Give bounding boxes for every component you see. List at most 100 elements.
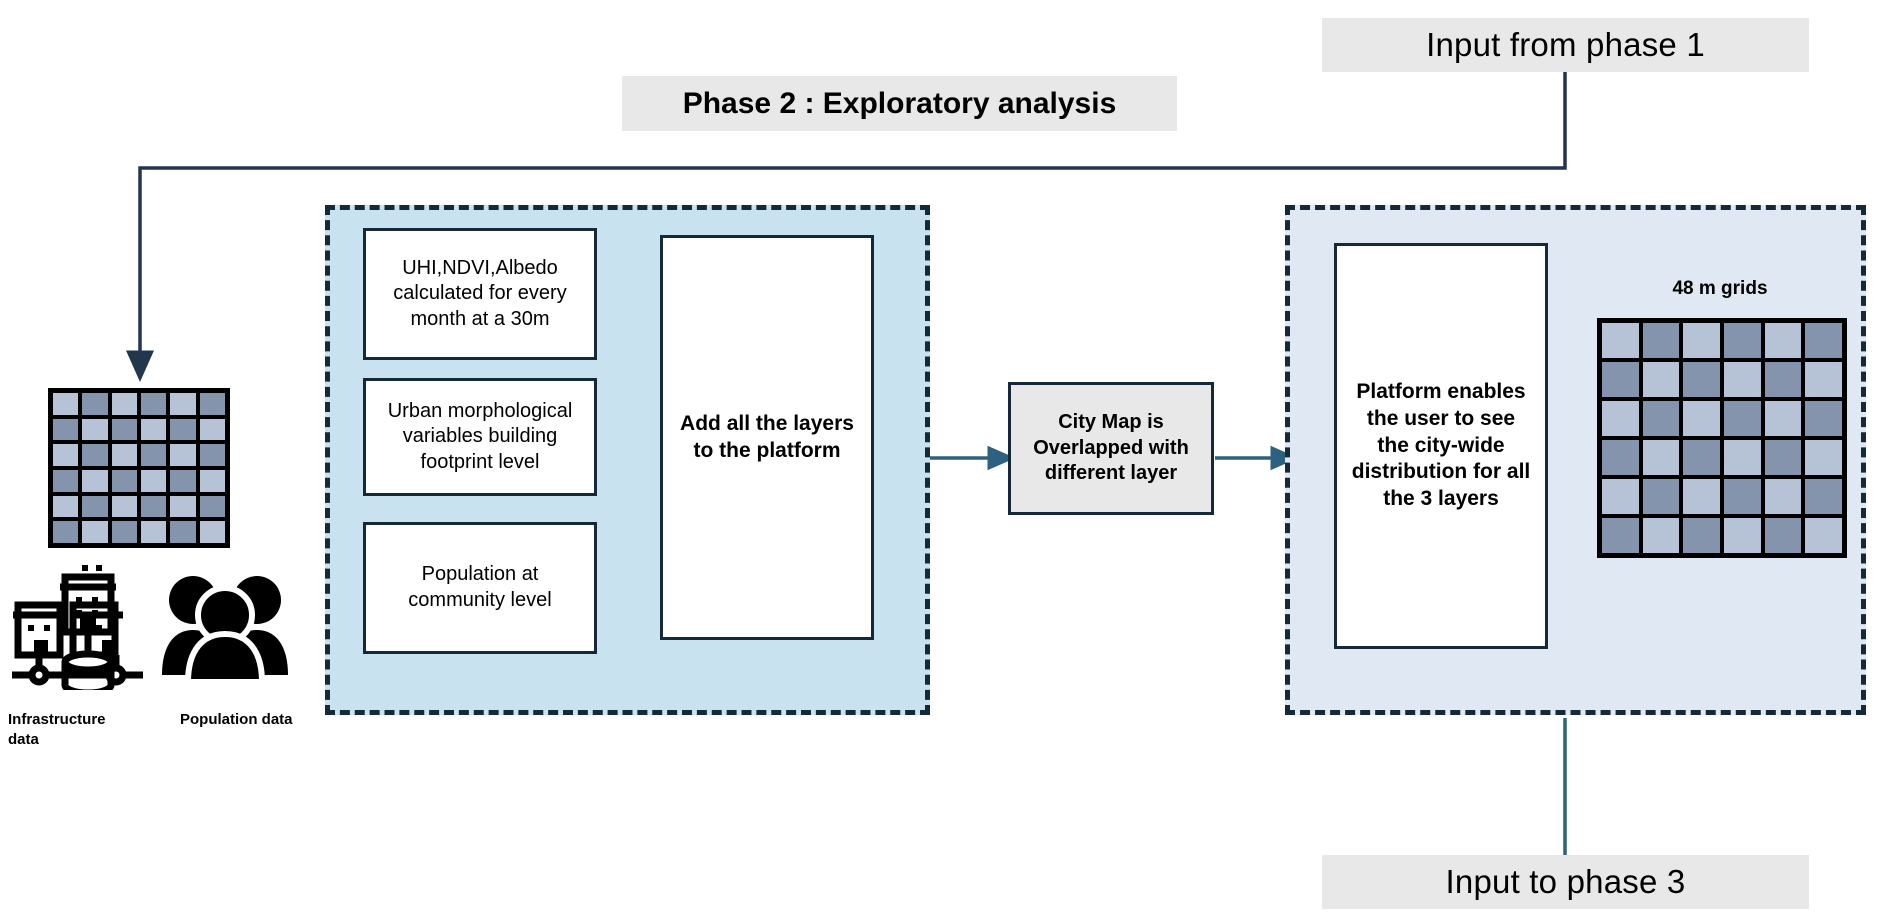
infrastructure-data-caption: Infrastructure data — [8, 710, 138, 751]
grid-cell — [1764, 440, 1802, 475]
people-group-icon — [162, 576, 288, 685]
grid-cell — [82, 444, 108, 466]
grid-cell — [199, 393, 225, 415]
add-layers-label: Add all the layers to the platform — [680, 411, 854, 462]
grid-cell — [141, 393, 167, 415]
grid-cell — [170, 495, 196, 518]
grid-cell — [1683, 440, 1720, 475]
grid-cell — [1764, 362, 1802, 397]
input-box-uhi-label: UHI,NDVI,Albedo calculated for every mon… — [393, 256, 567, 330]
buildings-network-icon — [12, 565, 143, 690]
result-grid-icon — [1597, 318, 1847, 558]
grid-cell — [111, 469, 137, 492]
grid-cell — [111, 495, 137, 518]
grid-cell — [1683, 323, 1720, 358]
grid-cell — [53, 521, 79, 543]
grid-cell — [1805, 440, 1842, 475]
platform-outcome-label: Platform enables the user to see the cit… — [1351, 379, 1531, 511]
grid-cell — [170, 393, 196, 415]
source-grid-icon — [48, 388, 230, 548]
grid-cell — [170, 418, 196, 441]
platform-outcome-box: Platform enables the user to see the cit… — [1334, 243, 1548, 649]
grid-cell — [141, 521, 167, 543]
grid-cell — [141, 495, 167, 518]
input-to-phase-3-banner: Input to phase 3 — [1322, 855, 1809, 909]
grid-cell — [1602, 401, 1639, 436]
grid-cell — [82, 495, 108, 518]
grid-cell — [111, 521, 137, 543]
add-layers-box: Add all the layers to the platform — [660, 235, 874, 640]
input-box-urban-morphology-label: Urban morphological variables building f… — [387, 399, 573, 473]
grid-cell — [53, 444, 79, 466]
grid-cell — [1642, 518, 1680, 553]
input-box-population-label: Population at community level — [408, 563, 552, 611]
grid-cell — [199, 521, 225, 543]
population-data-label: Population data — [180, 711, 293, 728]
input-box-urban-morphology: Urban morphological variables building f… — [363, 378, 597, 496]
grid-cell — [53, 418, 79, 441]
grid-cell — [1764, 401, 1802, 436]
grid-cell — [1724, 479, 1761, 514]
phase-2-title-banner: Phase 2 : Exploratory analysis — [622, 76, 1177, 131]
grid-cell — [1805, 401, 1842, 436]
grid-cell — [1683, 479, 1720, 514]
grid-cell — [199, 444, 225, 466]
grid-cell — [1683, 518, 1720, 553]
grid-cell — [1602, 323, 1639, 358]
grid-cell — [1683, 401, 1720, 436]
grid-cell — [1805, 479, 1842, 514]
grid-label-48m: 48 m grids — [1595, 278, 1845, 300]
grid-cell — [1642, 440, 1680, 475]
grid-cell — [199, 469, 225, 492]
grid-cell — [170, 469, 196, 492]
grid-cell — [141, 469, 167, 492]
grid-cell — [1805, 323, 1842, 358]
grid-cell — [1805, 518, 1842, 553]
grid-cell — [141, 418, 167, 441]
grid-cell — [1724, 362, 1761, 397]
grid-cell — [1805, 362, 1842, 397]
grid-cell — [111, 444, 137, 466]
city-map-overlap-label: City Map is Overlapped with different la… — [1033, 411, 1189, 485]
grid-cell — [1724, 440, 1761, 475]
grid-cell — [1764, 479, 1802, 514]
grid-cell — [1724, 518, 1761, 553]
grid-cell — [111, 393, 137, 415]
grid-cell — [141, 444, 167, 466]
grid-cell — [111, 418, 137, 441]
grid-cell — [1724, 323, 1761, 358]
grid-cell — [199, 495, 225, 518]
grid-cell — [1642, 323, 1680, 358]
grid-cell — [53, 495, 79, 518]
population-data-caption: Population data — [180, 710, 310, 730]
input-from-phase-1-label: Input from phase 1 — [1426, 26, 1705, 63]
input-from-phase-1-banner: Input from phase 1 — [1322, 18, 1809, 72]
grid-cell — [199, 418, 225, 441]
grid-cell — [53, 393, 79, 415]
grid-cell — [1642, 479, 1680, 514]
grid-cell — [1764, 323, 1802, 358]
grid-cell — [1602, 362, 1639, 397]
grid-cell — [1602, 479, 1639, 514]
grid-cell — [170, 521, 196, 543]
input-box-uhi-ndvi-albedo: UHI,NDVI,Albedo calculated for every mon… — [363, 228, 597, 360]
grid-cell — [1602, 440, 1639, 475]
grid-label-48m-text: 48 m grids — [1672, 278, 1768, 299]
input-to-phase-3-label: Input to phase 3 — [1445, 863, 1686, 900]
page-title: Phase 2 : Exploratory analysis — [682, 86, 1117, 120]
grid-cell — [82, 521, 108, 543]
grid-cell — [1764, 518, 1802, 553]
grid-cell — [1642, 401, 1680, 436]
input-box-population: Population at community level — [363, 522, 597, 654]
infrastructure-data-label: Infrastructure data — [8, 711, 106, 749]
grid-cell — [1724, 401, 1761, 436]
city-map-overlap-box: City Map is Overlapped with different la… — [1008, 382, 1214, 515]
grid-cell — [1683, 362, 1720, 397]
grid-cell — [53, 469, 79, 492]
grid-cell — [82, 469, 108, 492]
grid-cell — [82, 418, 108, 441]
grid-cell — [1642, 362, 1680, 397]
grid-cell — [170, 444, 196, 466]
grid-cell — [1602, 518, 1639, 553]
